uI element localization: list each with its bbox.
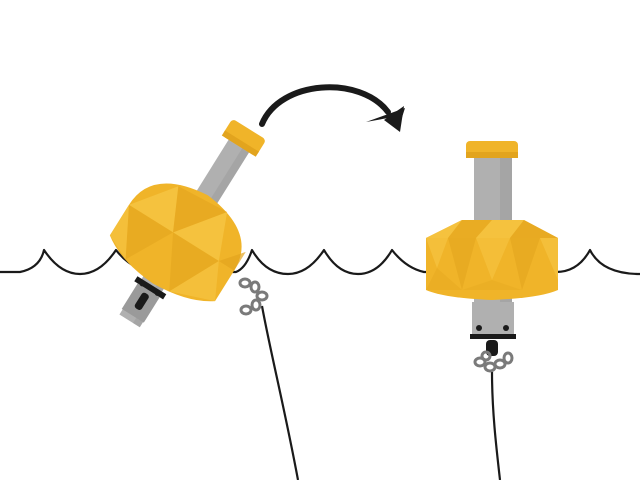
curved-arrow-icon <box>259 84 405 132</box>
chain-icon-upright <box>473 350 514 373</box>
buoy-tilted-cap <box>223 120 265 156</box>
chain-icon-tilted <box>238 277 269 316</box>
buoy-tilted-icon <box>109 120 265 328</box>
buoy-tilted-float <box>109 183 246 302</box>
buoy-upright-float <box>426 220 558 300</box>
mooring-line-left <box>260 305 300 480</box>
mooring-line-right <box>490 371 502 480</box>
buoy-upright-icon <box>426 141 558 356</box>
